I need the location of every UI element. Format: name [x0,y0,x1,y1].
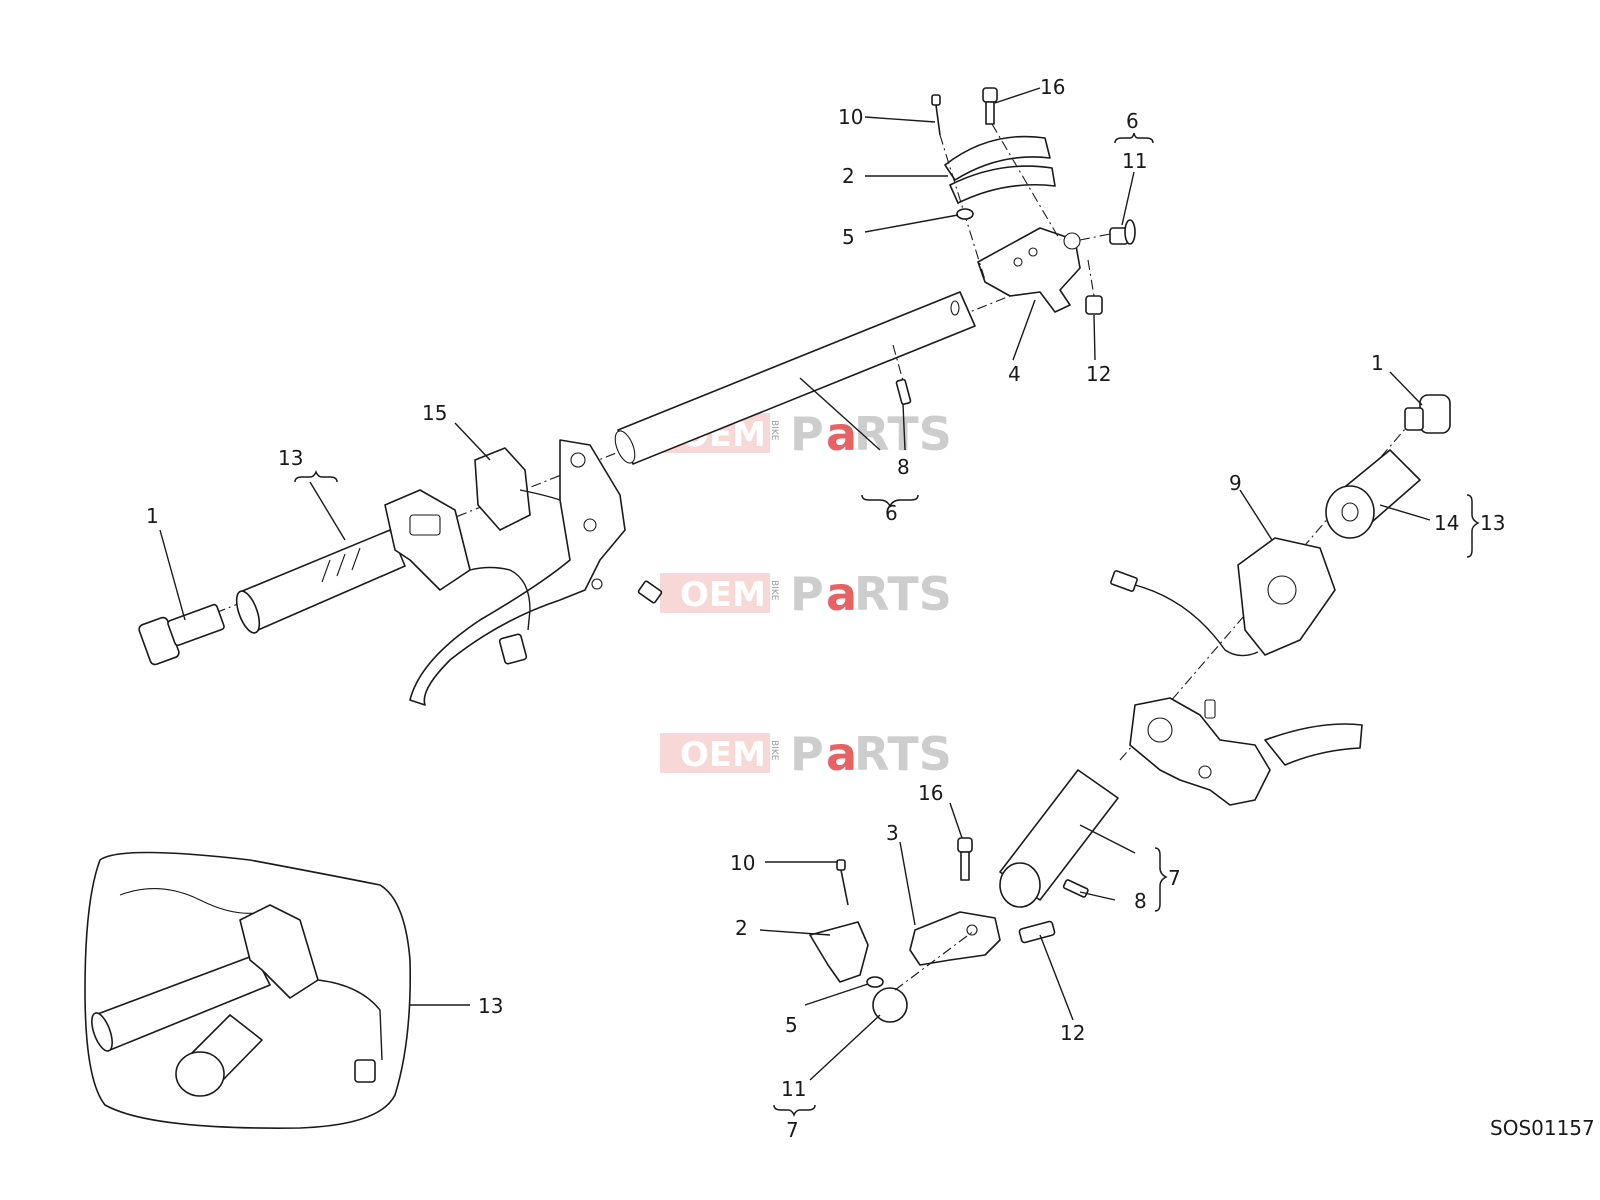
lever-assembly-left [409,439,626,706]
callout-bottom-11: 11 [781,1077,806,1101]
callout-mid-6: 6 [885,501,898,525]
watermark-rts-text: RTS [854,727,952,781]
end-plug-11-bottom [872,929,976,1023]
callout-inset-13: 13 [478,994,503,1018]
switch-housing-9 [1237,537,1336,656]
braces [294,132,1480,1118]
callout-bottom-7: 7 [786,1118,799,1142]
watermark-bike-text: BIKE [769,420,779,441]
bolt-12-top [1085,259,1103,315]
callout-right-1: 1 [1371,351,1384,375]
callout-right-13: 13 [1480,511,1505,535]
clamp-base-3 [909,911,1001,966]
bolt-10-top [931,94,986,281]
callout-top-12: 12 [1086,362,1111,386]
clamp-base-4 [977,227,1081,313]
bar-end-1-left [138,603,225,666]
callout-right-14: 14 [1434,511,1459,535]
callout-top-16: 16 [1040,75,1065,99]
watermark-middle: OEM BIKE P a RTS [660,567,952,621]
bolt-16-top [982,87,1061,241]
grip-13-left [235,529,406,634]
callout-left-15: 15 [422,401,447,425]
watermark-bottom: OEM BIKE P a RTS [660,727,952,781]
drawing-code: SOS01157 [1490,1116,1595,1140]
connector-left [637,580,663,604]
watermark-oem-text: OEM [680,575,766,615]
callout-left-13: 13 [278,446,303,470]
callout-right-9: 9 [1229,471,1242,495]
watermark-a-text: a [826,567,857,621]
watermark-p-text: P [790,407,824,461]
callout-top-5: 5 [842,225,855,249]
washer-5-top [956,208,974,220]
callout-bottom-5: 5 [785,1013,798,1037]
callout-bottom-10: 10 [730,851,755,875]
wire-harness-right [1110,570,1259,657]
washer-5-bottom [866,976,884,988]
watermark-oem-text: OEM [680,735,766,775]
watermark-a-text: a [826,727,857,781]
callout-top-6: 6 [1126,109,1139,133]
end-plug-11-top [1079,219,1136,245]
switch-housing-13-left [384,489,471,591]
callout-bottom-2: 2 [735,916,748,940]
watermark-bike-text: BIKE [769,580,779,601]
callout-left-1: 1 [146,504,159,528]
bolt-16-bottom [957,837,973,881]
callout-bottom-12: 12 [1060,1021,1085,1045]
watermark-bike-text: BIKE [769,740,779,761]
brake-master-cylinder [1129,697,1363,806]
callout-bottom-16: 16 [918,781,943,805]
dowel-pin-8-bottom [1062,879,1089,898]
leader-lines [159,87,1431,1081]
callout-top-2: 2 [842,164,855,188]
callout-top-11: 11 [1122,149,1147,173]
callout-bottom-8: 8 [1134,889,1147,913]
callout-top-4: 4 [1008,362,1021,386]
watermark-rts-text: RTS [854,567,952,621]
switch-15 [474,447,531,531]
clamp-cap-2-bottom [809,921,869,983]
throttle-grip-14 [1325,449,1421,539]
callout-top-10: 10 [838,105,863,129]
left-handlebar-tube [614,291,976,465]
dowel-pin-8-top [892,344,912,405]
bolt-12-bottom [1018,920,1056,944]
watermark-p-text: P [790,727,824,781]
callout-bottom-7b: 7 [1168,866,1181,890]
inset-panel [84,851,412,1129]
clamp-cap-2-top [944,135,1056,204]
watermark-p-text: P [790,567,824,621]
callout-mid-8: 8 [897,455,910,479]
bolt-10-bottom [836,859,849,906]
right-handlebar-tube [999,769,1119,908]
bar-end-1-right [1404,394,1451,434]
callout-bottom-3: 3 [886,821,899,845]
callouts: 10 16 2 5 6 11 4 12 8 6 15 13 1 1 9 14 1… [146,75,1505,1142]
